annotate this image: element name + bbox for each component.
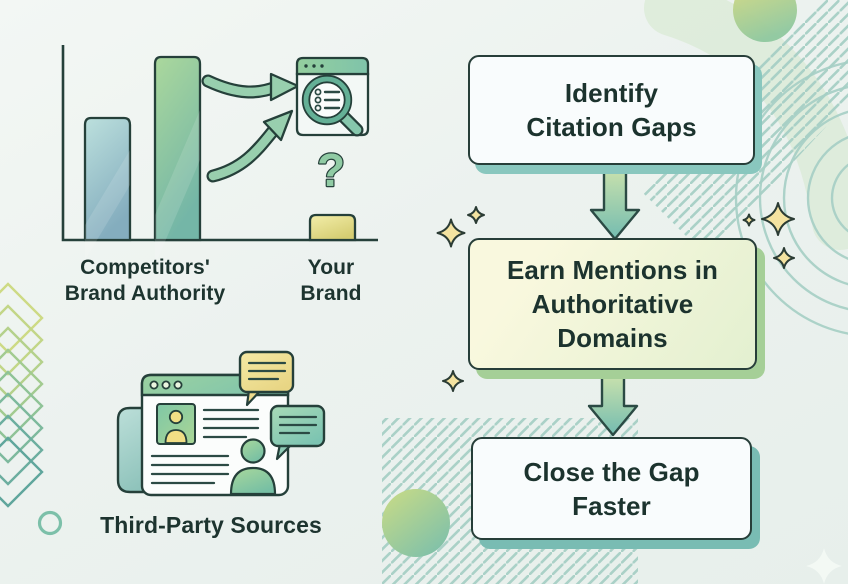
speech-bubble-yellow-icon xyxy=(238,350,295,407)
news-article-icon xyxy=(116,350,326,497)
sparkle-icon xyxy=(438,220,465,247)
brand-authority-bar-chart: ? xyxy=(61,45,378,265)
question-mark-icon: ? xyxy=(317,144,345,196)
decorative-circle-top-right xyxy=(733,0,797,42)
flow-arrow-down-2 xyxy=(587,364,639,437)
search-window-icon xyxy=(295,56,370,137)
sparkle-icon xyxy=(468,207,484,223)
flow-arrow-down-1 xyxy=(589,156,641,241)
your-brand-label: Your Brand xyxy=(300,256,362,305)
flow-step-label: Earn Mentions in Authoritative Domains xyxy=(506,255,719,353)
speech-bubble-green-icon xyxy=(269,404,326,461)
competitors-brand-authority-label: Competitors' Brand Authority xyxy=(64,256,226,305)
flow-step-label: Close the Gap Faster xyxy=(523,456,700,521)
sparkle-icon xyxy=(744,215,755,226)
curved-arrow-icon xyxy=(206,109,294,183)
decorative-circle-bottom xyxy=(382,489,450,557)
flow-step-close-the-gap: Close the Gap Faster xyxy=(471,437,752,540)
sparkle-icon xyxy=(443,371,463,391)
diamond-pattern-left xyxy=(0,282,44,508)
competitor-bar-1 xyxy=(83,116,132,242)
your-brand-bar xyxy=(308,213,357,242)
competitor-bar-2 xyxy=(153,55,202,242)
sparkle-icon xyxy=(762,203,794,235)
curved-arrow-icon xyxy=(201,72,300,102)
sparkle-icon xyxy=(774,248,794,268)
concentric-arcs-decoration xyxy=(734,61,848,335)
faint-sparkle-decoration xyxy=(806,548,842,584)
circle-outline-icon xyxy=(37,510,63,536)
third-party-sources-label: Third-Party Sources xyxy=(100,512,322,538)
flow-step-identify-citation-gaps: Identify Citation Gaps xyxy=(468,55,755,165)
flow-step-label: Identify Citation Gaps xyxy=(526,78,697,142)
bar-sheen xyxy=(85,150,130,260)
checklist-icon xyxy=(314,88,341,112)
person-icon xyxy=(229,438,277,496)
magnifier-icon xyxy=(301,74,364,137)
avatar xyxy=(156,403,196,445)
flow-step-earn-mentions: Earn Mentions in Authoritative Domains xyxy=(468,238,757,370)
article-text-lines xyxy=(150,408,260,485)
chart-axes xyxy=(61,45,378,242)
sparkle-icons xyxy=(438,203,795,391)
bar-sheen xyxy=(155,110,200,265)
